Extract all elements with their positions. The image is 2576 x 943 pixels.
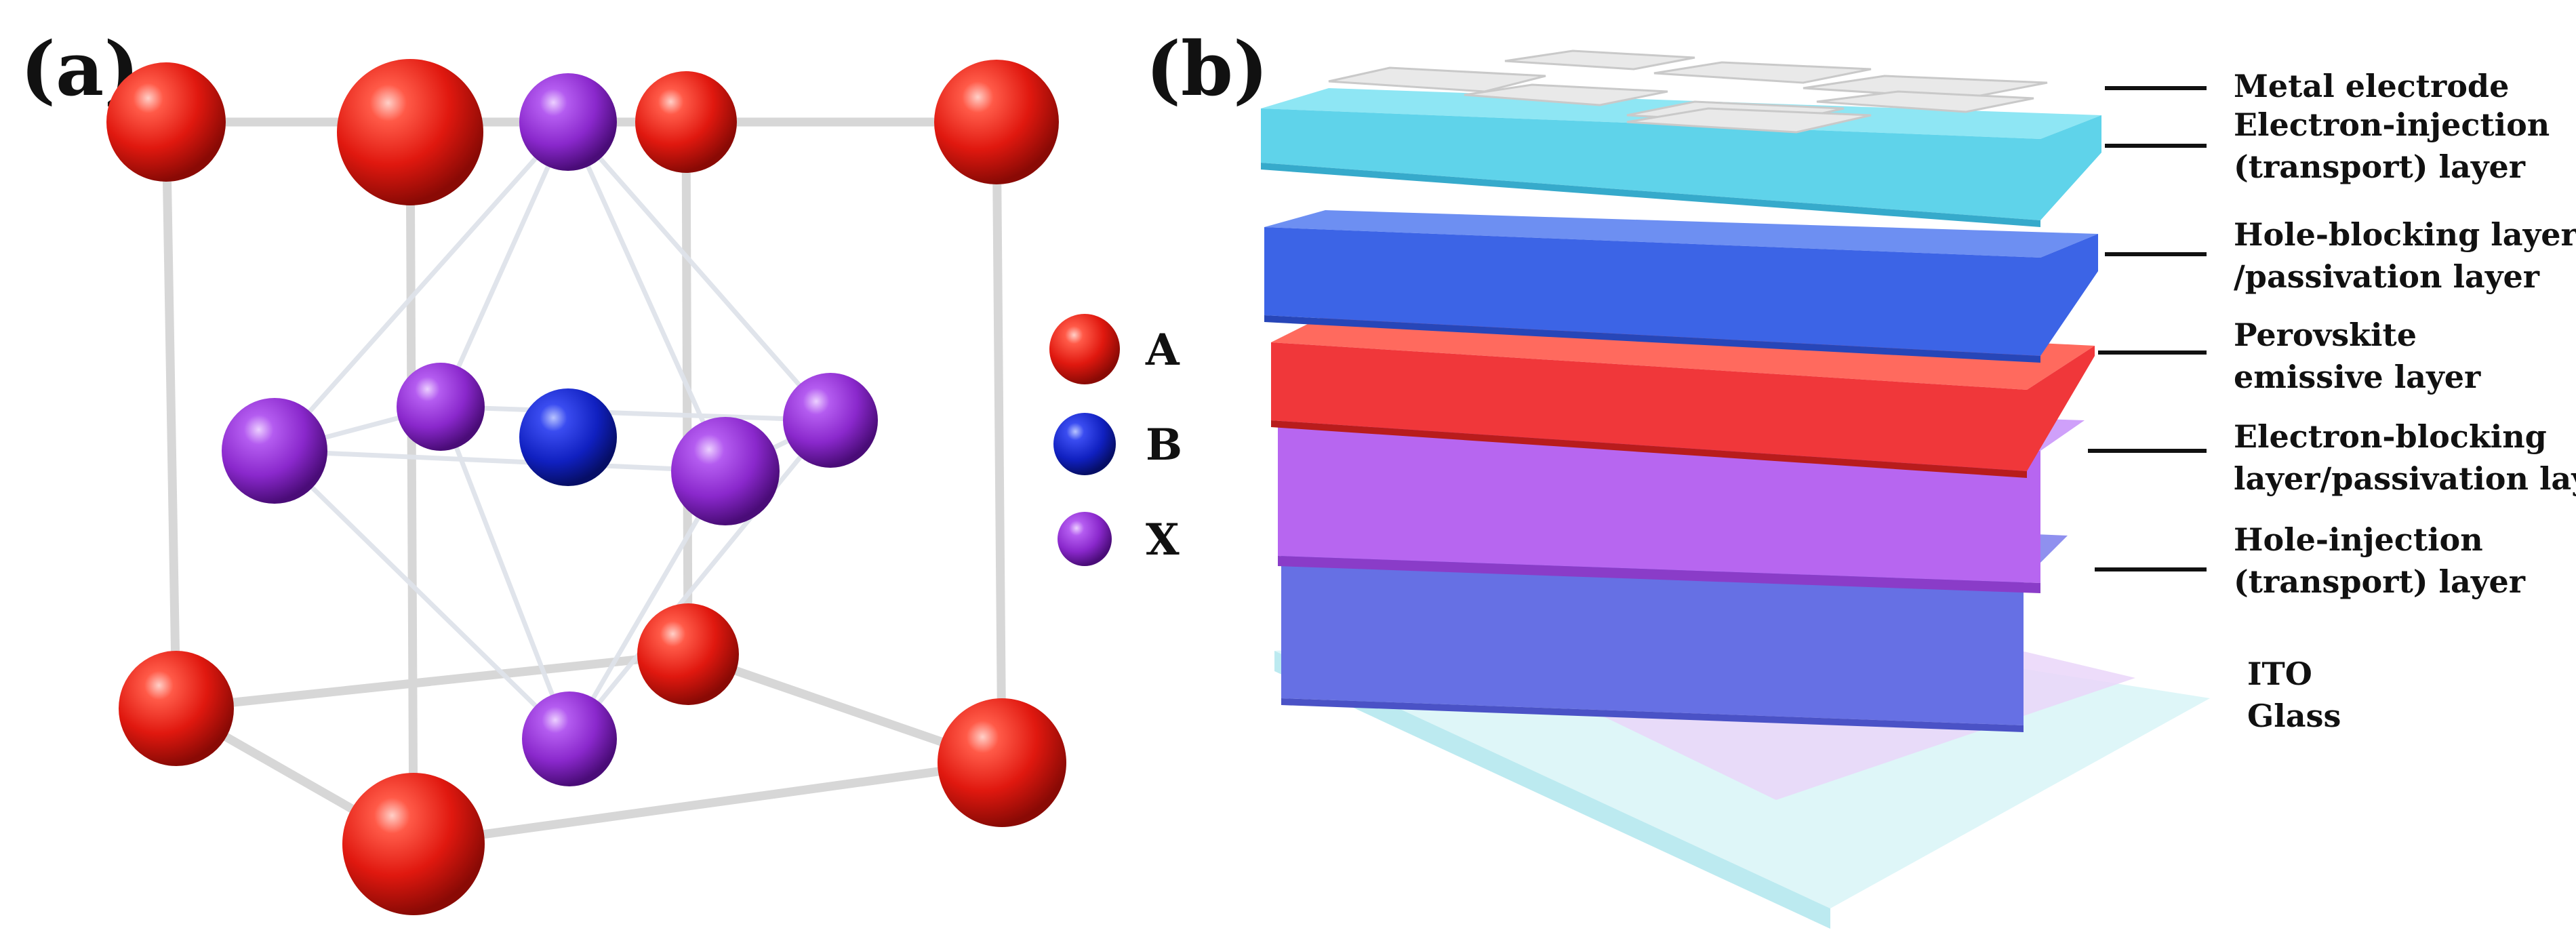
legend-marker-b [1053,413,1116,475]
atom-a-bottom-left [119,651,234,766]
panel-b-label: (b) [1146,25,1268,113]
cube-edge [409,758,1007,849]
atom-x-back [397,363,485,451]
electrode-pad [1816,90,2034,113]
legend-label-x: X [1146,515,1180,565]
atom-a-top-left [106,62,226,182]
label-hole-blocking: Hole-blocking layer /passivation layer [2234,216,2576,295]
octahedron-bond [565,119,833,423]
octahedron-bond [272,448,728,474]
hole-injection-shade [1281,698,2024,732]
label-line: Hole-injection [2234,521,2483,558]
legend-label-b: B [1146,420,1182,470]
panel-b: (b) [1146,25,2576,929]
label-line: Perovskite [2234,317,2417,353]
label-electron-injection: Electron-injection (transport) layer [2234,106,2560,185]
label-line: (transport) layer [2234,563,2526,600]
hole-blocking-top [1264,210,2098,258]
cube-edge [172,649,693,713]
electrode-pad [1328,66,1546,93]
label-line: ITO [2247,656,2312,692]
legend: A B X [1049,314,1182,566]
label-line: Metal electrode [2234,68,2509,104]
electrode-pad [1653,61,1872,84]
panel-a: (a) [20,25,1182,915]
electrode-pad [1626,107,1872,134]
label-line: Electron-blocking [2234,418,2547,455]
label-metal-electrode: Metal electrode [2234,68,2509,104]
octahedron-bond [272,448,572,742]
hole-injection-front [1281,542,2024,725]
legend-label-a: A [1145,325,1180,376]
electrode-pad [1464,83,1668,106]
hole-blocking-front [1264,227,2098,356]
atom-a-top-back [635,71,737,173]
label-line: Hole-blocking layer [2234,216,2576,253]
electrode-pad [1504,49,1695,71]
legend-marker-a [1049,314,1120,384]
atom-a-bottom-right [938,698,1066,827]
cube-edge [161,117,181,713]
label-perovskite: Perovskite emissive layer [2234,317,2481,395]
label-line: emissive layer [2234,359,2481,395]
cube-edge [405,127,418,849]
octahedron-bond [272,119,571,454]
label-line: Electron-injection [2234,106,2550,143]
electron-blocking-shade [1278,556,2040,593]
label-line: /passivation layer [2234,258,2540,295]
atom-a-top-mid [337,59,483,205]
label-hole-injection: Hole-injection (transport) layer [2234,521,2526,600]
perovskite-front [1271,342,2095,471]
perovskite-shade [1271,420,2027,478]
leader-lines [2088,86,2207,571]
atom-a-back-bottom [637,603,739,705]
atom-a-bottom-front [342,773,485,915]
octahedron-bond [438,404,833,423]
cube-edge [992,117,1007,767]
label-ito-glass: ITO Glass [2247,656,2341,734]
octahedron-bond [567,418,833,742]
label-line: layer/passivation layer [2234,460,2576,497]
label-electron-blocking: Electron-blocking layer/passivation laye… [2234,418,2576,497]
layer-labels: Metal electrode Electron-injection (tran… [2234,68,2576,734]
crystal-structure [106,59,1066,915]
electron-injection-shade [1261,163,2040,227]
hole-blocking-shade [1264,315,2040,363]
octahedron-bond [565,119,728,474]
atom-a-top-right [934,60,1059,184]
atom-x-top [519,73,617,171]
label-line: Glass [2247,698,2341,734]
atom-x-bottom [522,691,617,786]
electron-injection-front [1261,108,2101,220]
atom-x-left [222,398,327,504]
atom-x-front [671,417,780,525]
octahedron-bond [438,404,572,742]
legend-marker-x [1058,512,1112,566]
atom-x-right [783,373,878,468]
ito-glass-side [1274,651,1830,929]
layer-metal-electrode [1328,49,2048,134]
octahedron-bond [438,119,571,409]
layer-hole-blocking [1264,210,2098,363]
atom-b-center [519,388,617,486]
label-line: (transport) layer [2234,148,2526,185]
